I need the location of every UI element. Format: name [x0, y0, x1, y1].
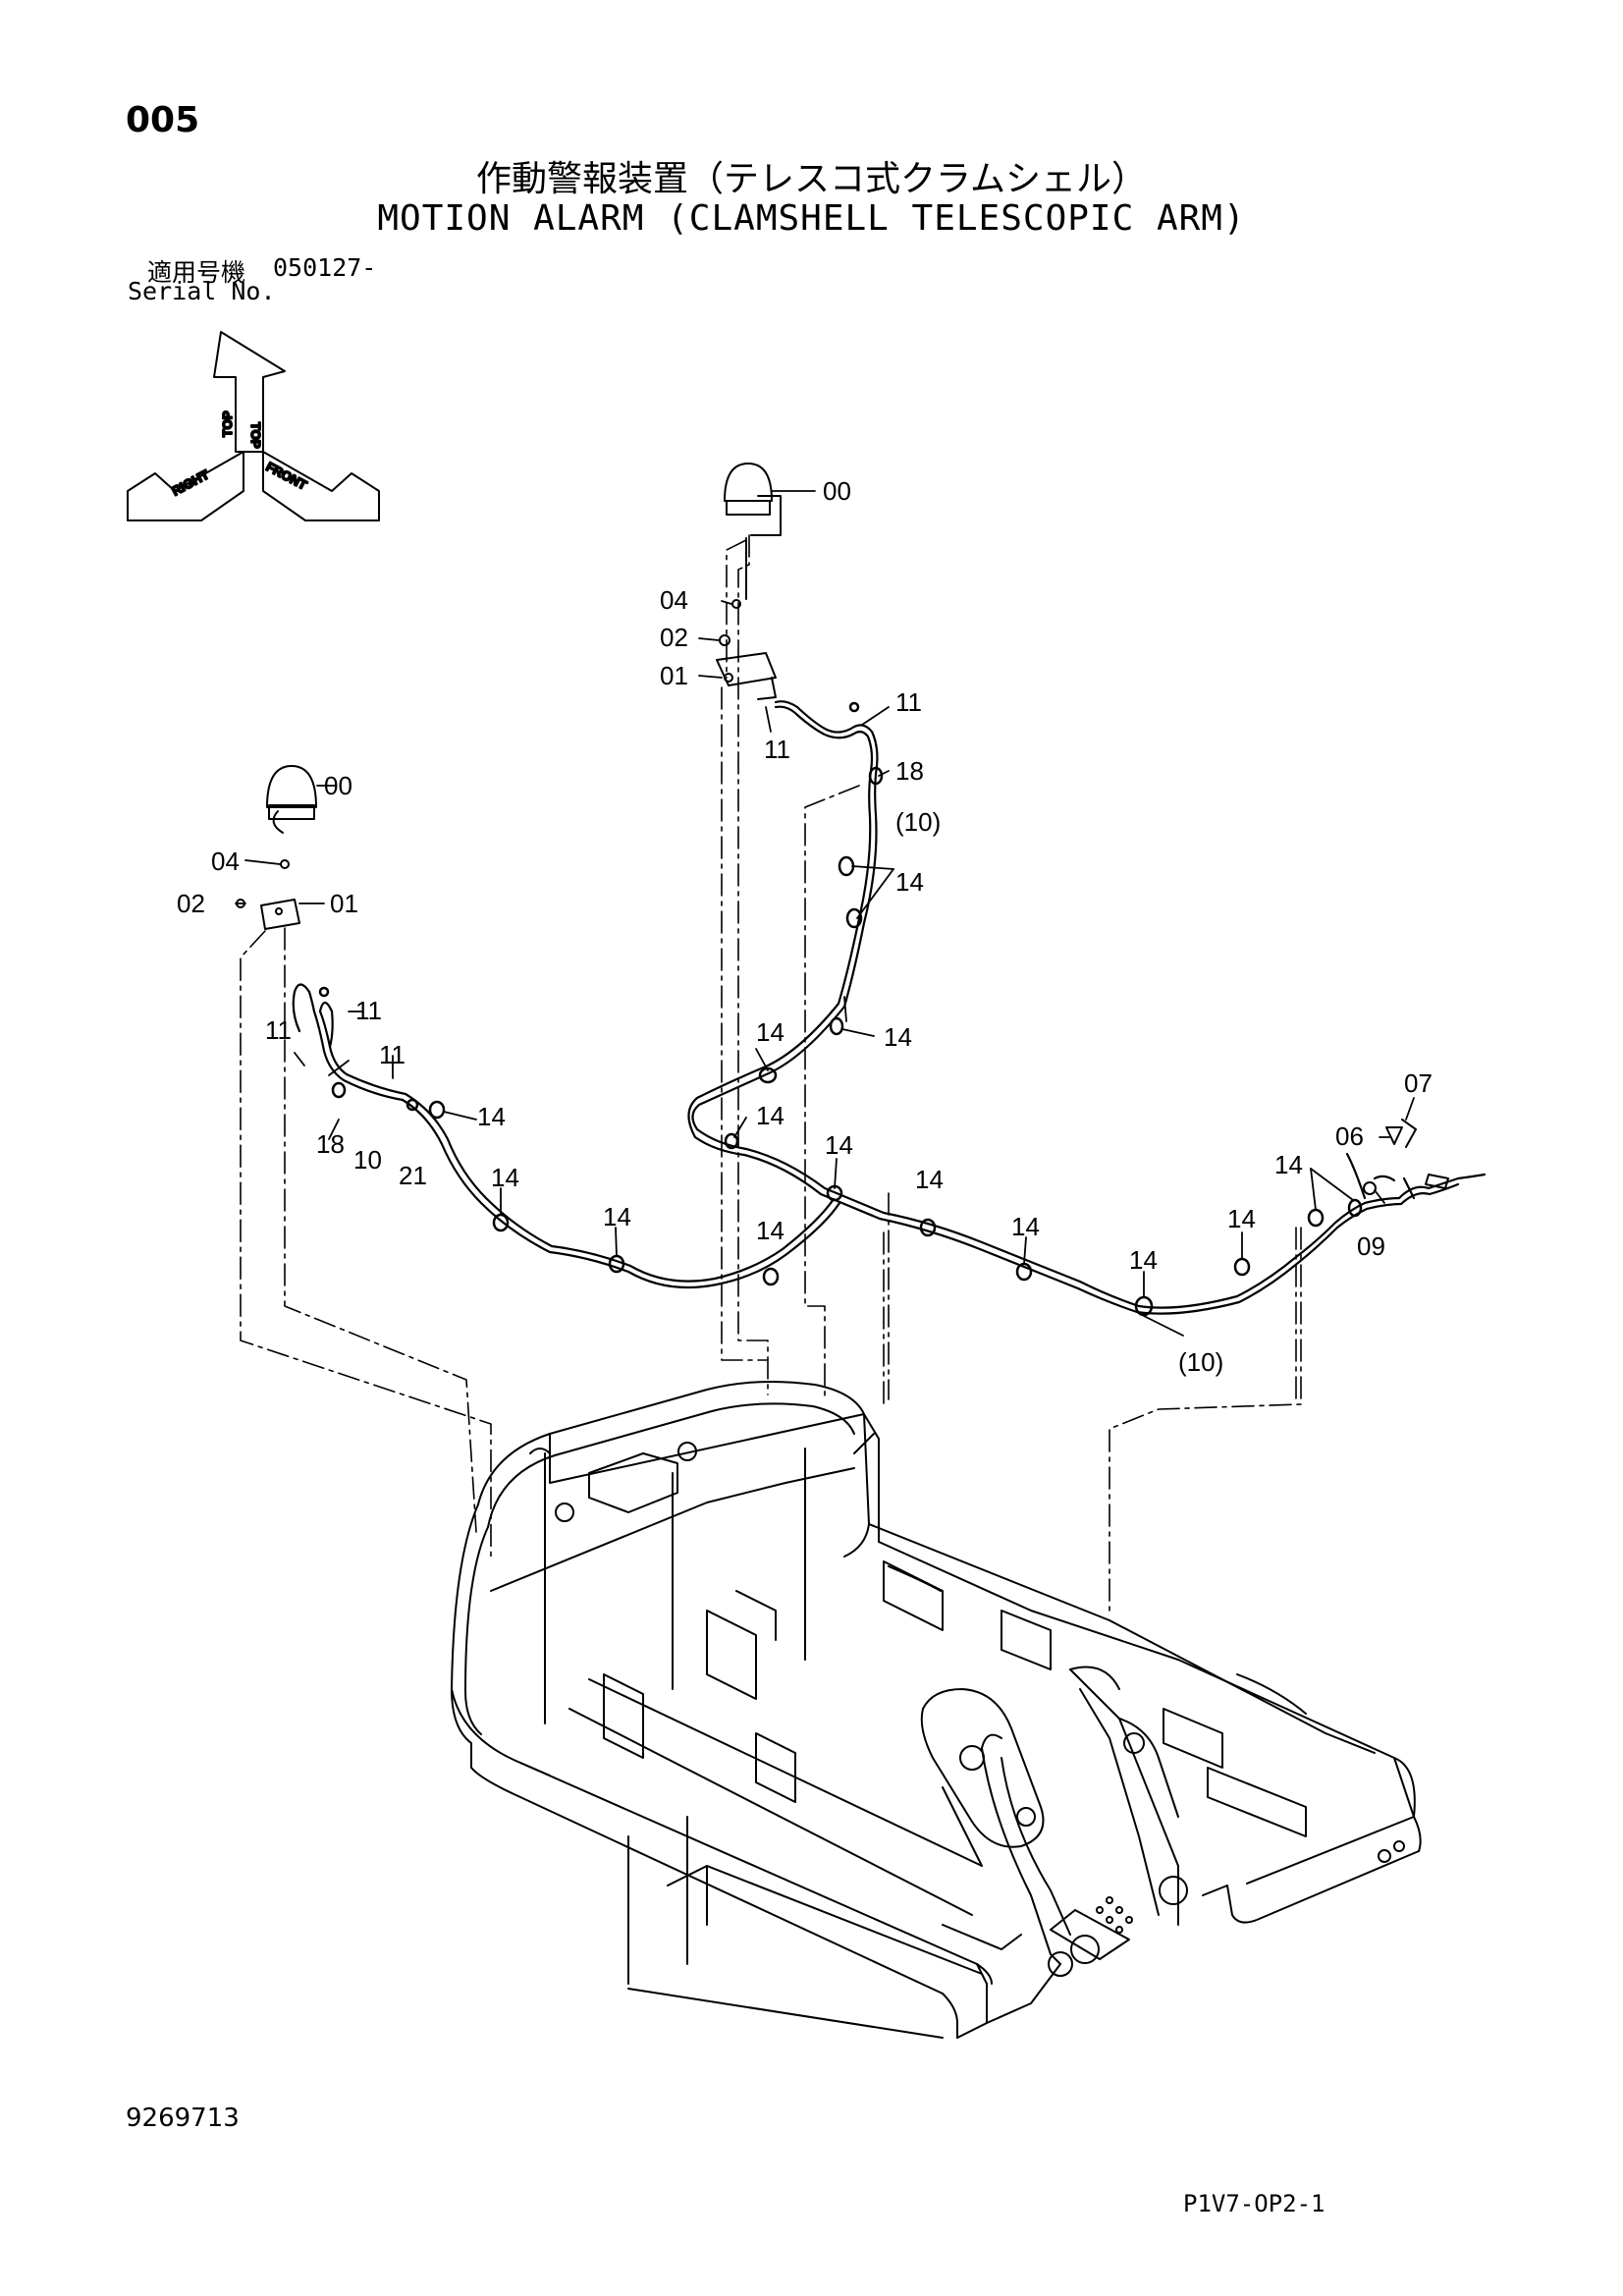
beacon-left-icon — [266, 765, 317, 834]
callout-part-21: 21 — [399, 1161, 427, 1190]
excavator-upper-frame-icon — [451, 1380, 1422, 2039]
callout-clamp-left-18: 18 — [316, 1129, 345, 1159]
callout-clamp-right-18: 18 — [895, 756, 924, 786]
callout-clamp-14-l: 14 — [1227, 1204, 1256, 1233]
callout-clamp-14-b: 14 — [491, 1163, 519, 1192]
serial-label-english: Serial No. — [128, 277, 276, 305]
orientation-right-label: RIGHT — [169, 466, 211, 498]
callout-bolt-left: 02 — [177, 889, 205, 918]
callout-clamp-14-d: 14 — [756, 1017, 784, 1047]
callout-bracket-right: 01 — [660, 661, 688, 690]
page-title-japanese: 作動警報装置（テレスコ式クラムシェル） — [476, 159, 1147, 199]
wire-harness-icon — [292, 700, 1487, 1315]
serial-range: 050127- — [273, 253, 377, 282]
orientation-top-label-2: TOP — [248, 422, 263, 449]
callout-clamp-14-h: 14 — [756, 1216, 784, 1245]
serial-label-japanese: 適用号機 — [147, 258, 246, 287]
callout-clamp-14-f: 14 — [756, 1101, 784, 1130]
callout-clip-left-a: 11 — [265, 1015, 292, 1045]
callout-harness-09: 09 — [1357, 1231, 1385, 1261]
callout-clamp-14-e: 14 — [884, 1022, 912, 1052]
callout-clip-right-b: 11 — [764, 735, 790, 764]
callout-harness-left: 10 — [353, 1145, 382, 1175]
callout-bolt-right: 02 — [660, 623, 688, 652]
beacon-right-icon — [724, 463, 782, 536]
callout-washer-left: 04 — [211, 847, 240, 876]
callout-beacon-left: 00 — [324, 771, 352, 800]
phantom-mounting-lines — [240, 534, 1302, 1612]
document-number: 9269713 — [126, 2104, 240, 2133]
callout-clamp-14-j: 14 — [1011, 1212, 1040, 1241]
callout-clamp-14-i: 14 — [915, 1165, 944, 1194]
callout-clamp-right-14: 14 — [895, 867, 924, 897]
callout-bracket-left: 01 — [330, 889, 358, 918]
callout-labels: 00 04 02 01 11 11 18 (10) 14 00 04 02 01… — [177, 476, 1433, 1377]
callout-clamp-14-a: 14 — [477, 1102, 506, 1131]
bracket-left-icon — [236, 859, 300, 930]
page-title-english: MOTION ALARM (CLAMSHELL TELESCOPIC ARM) — [377, 198, 1246, 239]
callout-part-06: 06 — [1335, 1121, 1364, 1151]
callout-clip-left-c: 11 — [379, 1040, 406, 1069]
alarm-switch-icon — [1363, 1119, 1449, 1195]
callout-harness-main: (10) — [1178, 1347, 1223, 1377]
callout-clamp-14-m: 14 — [1274, 1150, 1303, 1179]
page-number: 005 — [126, 100, 200, 140]
bracket-right-icon — [716, 537, 777, 700]
callout-clip-right-a: 11 — [895, 687, 922, 717]
callout-washer-right: 04 — [660, 585, 688, 615]
leader-lines — [235, 490, 1415, 1337]
wire-clamp-icons — [318, 701, 1363, 1317]
callout-beacon-right: 00 — [823, 476, 851, 506]
page-code: P1V7-OP2-1 — [1183, 2190, 1325, 2217]
callout-clamp-14-k: 14 — [1129, 1245, 1158, 1275]
callout-clamp-14-c: 14 — [603, 1202, 631, 1231]
orientation-top-label: TOP — [220, 410, 235, 437]
callout-switch-07: 07 — [1404, 1068, 1433, 1098]
callout-clamp-14-g: 14 — [825, 1130, 853, 1160]
callout-harness-right: (10) — [895, 807, 941, 837]
orientation-indicator-icon: TOP TOP RIGHT FRONT — [127, 331, 380, 521]
callout-clip-left-b: 11 — [355, 996, 382, 1025]
